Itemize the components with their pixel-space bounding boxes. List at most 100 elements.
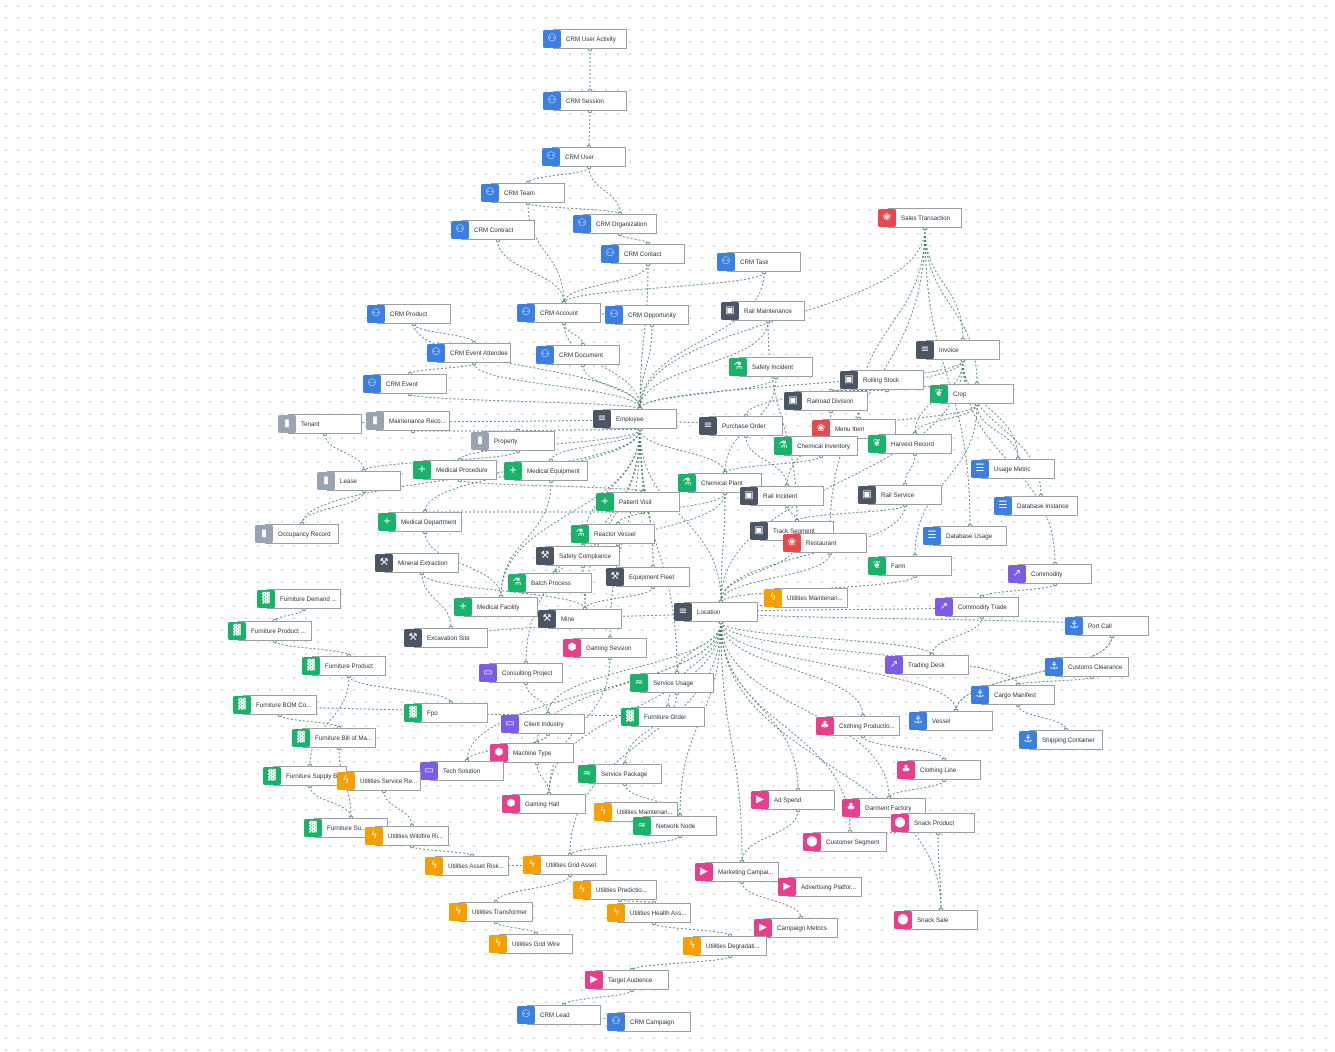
node-railroad-division[interactable]: ▣Railroad Division: [784, 391, 868, 411]
node-crm-user[interactable]: ⚇CRM User: [542, 147, 626, 167]
node-gaming-session[interactable]: ⬢Gaming Session: [563, 638, 647, 658]
node-farm[interactable]: ❦Farm: [868, 556, 952, 576]
node-crop[interactable]: ❦Crop: [930, 384, 1014, 404]
node-service-package[interactable]: ≈Service Package: [578, 764, 662, 784]
node-crm-event-attendee[interactable]: ⚇CRM Event Attendee: [427, 343, 511, 363]
node-excavation-site[interactable]: ⚒Excavation Site: [404, 628, 488, 648]
node-sales-transaction[interactable]: ❀Sales Transaction: [878, 208, 962, 228]
node-crm-product[interactable]: ⚇CRM Product: [367, 304, 451, 324]
node-advertising-platfor[interactable]: ▶Advertising Platfor...: [778, 877, 862, 897]
node-database-usage[interactable]: ☰Database Usage: [923, 526, 1007, 546]
node-network-node[interactable]: ≈Network Node: [633, 816, 717, 836]
node-machine-type[interactable]: ⬢Machine Type: [490, 743, 574, 763]
node-purchase-order[interactable]: ≡Purchase Order: [699, 416, 783, 436]
node-crm-contact[interactable]: ⚇CRM Contact: [601, 244, 685, 264]
node-property[interactable]: ▮Property: [471, 431, 555, 451]
node-snack-sale[interactable]: ⬤Snack Sale: [894, 910, 978, 930]
node-batch-process[interactable]: ⚗Batch Process: [508, 573, 592, 593]
node-rolling-stock[interactable]: ▣Rolling Stock: [840, 370, 924, 390]
node-tech-solution[interactable]: ▭Tech Solution: [420, 761, 504, 781]
node-crm-event[interactable]: ⚇CRM Event: [363, 374, 447, 394]
node-crm-lead[interactable]: ⚇CRM Lead: [517, 1005, 601, 1025]
node-occupancy-record[interactable]: ▮Occupancy Record: [255, 524, 339, 544]
node-medical-facility[interactable]: +Medical Facility: [454, 597, 538, 617]
node-reactor-vessel[interactable]: ⚗Reactor Vessel: [571, 524, 655, 544]
node-crm-session[interactable]: ⚇CRM Session: [543, 91, 627, 111]
node-crm-campaign[interactable]: ⚇CRM Campaign: [607, 1012, 691, 1032]
node-commodity[interactable]: ↗Commodity: [1008, 564, 1092, 584]
node-patient-visit[interactable]: +Patient Visit: [596, 492, 680, 512]
node-crm-organization[interactable]: ⚇CRM Organization: [573, 214, 657, 234]
node-menu-item[interactable]: ❀Menu Item: [812, 419, 896, 439]
people-icon: ⚇: [607, 1013, 625, 1031]
node-gaming-hall[interactable]: ⬢Gaming Hall: [502, 794, 586, 814]
node-customer-segment[interactable]: ⬤Customer Segment: [803, 832, 887, 852]
node-furniture-product-1[interactable]: ▓Furniture Product ...: [228, 621, 312, 641]
node-invoice[interactable]: ≡Invoice: [916, 340, 1000, 360]
node-safety-compliance[interactable]: ⚒Safety Compliance: [536, 546, 620, 566]
node-crm-user-activity[interactable]: ⚇CRM User Activity: [543, 29, 627, 49]
node-equipment-fleet[interactable]: ⚒Equipment Fleet: [606, 567, 690, 587]
node-shipping-container[interactable]: ⚓Shipping Container: [1019, 730, 1103, 750]
node-furniture-bom[interactable]: ▓Furniture BOM Co...: [233, 695, 317, 715]
node-crm-contract[interactable]: ⚇CRM Contract: [451, 220, 535, 240]
node-mine[interactable]: ⚒Mine: [538, 609, 622, 629]
node-service-usage[interactable]: ≈Service Usage: [630, 673, 714, 693]
node-employee[interactable]: ≡Employee: [593, 409, 677, 429]
node-ad-spend[interactable]: ▶Ad Spend: [751, 790, 835, 810]
node-furniture-bill[interactable]: ▓Furniture Bill of Ma...: [292, 728, 376, 748]
node-cargo-manifest[interactable]: ⚓Cargo Manifest: [971, 685, 1055, 705]
node-harvest-record[interactable]: ❦Harvest Record: [868, 434, 952, 454]
node-crm-opportunity[interactable]: ⚇CRM Opportunity: [605, 305, 689, 325]
node-customs-clearance[interactable]: ⚓Customs Clearance: [1045, 657, 1129, 677]
node-location[interactable]: ≡Location: [674, 602, 758, 622]
node-lease[interactable]: ▮Lease: [317, 471, 401, 491]
node-furniture-supply-b[interactable]: ▓Furniture Supply B...: [263, 766, 347, 786]
node-crm-task[interactable]: ⚇CRM Task: [717, 252, 801, 272]
node-trading-desk[interactable]: ↗Trading Desk: [885, 655, 969, 675]
node-chemical-inventory[interactable]: ⚗Chemical Inventory: [774, 436, 858, 456]
node-commodity-trade[interactable]: ↗Commodity Trade: [935, 597, 1019, 617]
node-maintenance-reco[interactable]: ▮Maintenance Reco...: [366, 411, 450, 431]
node-restaurant[interactable]: ❀Restaurant: [783, 533, 867, 553]
node-rail-incident[interactable]: ▣Rail Incident: [740, 486, 824, 506]
node-furniture-order[interactable]: ▓Furniture Order: [621, 707, 705, 727]
node-port-call[interactable]: ⚓Port Call: [1065, 616, 1149, 636]
node-target-audience[interactable]: ▶Target Audience: [585, 970, 669, 990]
node-rail-service[interactable]: ▣Rail Service: [858, 485, 942, 505]
node-client-industry[interactable]: ▭Client Industry: [501, 714, 585, 734]
node-campaign-metrics[interactable]: ▶Campaign Metrics: [754, 918, 838, 938]
node-database-instance[interactable]: ☰Database Instance: [994, 496, 1078, 516]
node-vessel[interactable]: ⚓Vessel: [909, 711, 993, 731]
node-clothing-productio[interactable]: ♣Clothing Productio...: [816, 716, 900, 736]
node-crm-document[interactable]: ⚇CRM Document: [536, 345, 620, 365]
node-medical-equipment[interactable]: +Medical Equipment: [504, 461, 588, 481]
node-crm-team[interactable]: ⚇CRM Team: [481, 183, 565, 203]
node-usage-metric[interactable]: ☰Usage Metric: [971, 459, 1055, 479]
node-snack-product[interactable]: ⬤Snack Product: [891, 813, 975, 833]
node-furniture-product-2[interactable]: ▓Furniture Product: [302, 656, 386, 676]
node-safety-incident[interactable]: ⚗Safety Incident: [729, 357, 813, 377]
node-marketing-campai[interactable]: ▶Marketing Campai...: [695, 862, 779, 882]
node-medical-department[interactable]: +Medical Department: [378, 512, 462, 532]
node-consulting-project[interactable]: ▭Consulting Project: [479, 663, 563, 683]
node-fpo[interactable]: ▓Fpo: [404, 703, 488, 723]
node-furniture-demand[interactable]: ▓Furniture Demand ...: [257, 589, 341, 609]
node-clothing-line[interactable]: ♣Clothing Line: [897, 760, 981, 780]
node-crm-account[interactable]: ⚇CRM Account: [517, 303, 601, 323]
node-mineral-extraction[interactable]: ⚒Mineral Extraction: [375, 553, 459, 573]
node-rail-maintenance[interactable]: ▣Rail Maintenance: [721, 301, 805, 321]
node-medical-procedure[interactable]: +Medical Procedure: [413, 460, 497, 480]
node-tenant[interactable]: ▮Tenant: [278, 414, 362, 434]
